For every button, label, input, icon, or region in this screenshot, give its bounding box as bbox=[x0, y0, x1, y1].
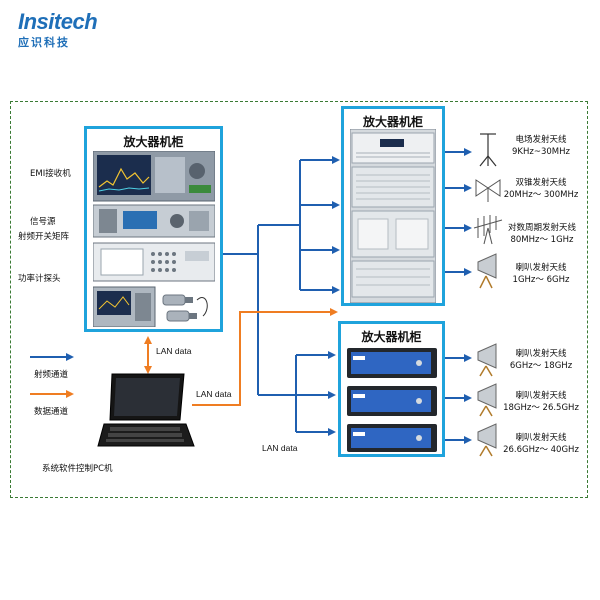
antenna-icons bbox=[473, 133, 503, 457]
rack-amplifier-unit-4 bbox=[351, 260, 435, 298]
biconical-antenna-icon bbox=[475, 179, 501, 202]
antenna-range: 20MHz～ 300MHz bbox=[503, 190, 579, 200]
rack-amplifier-unit-1 bbox=[351, 132, 435, 164]
amplifier-unit-2 bbox=[347, 386, 437, 416]
antenna-name: 喇叭发射天线 bbox=[515, 433, 567, 443]
antenna-name: 电场发射天线 bbox=[515, 135, 567, 145]
company-logo: Insitech 应识科技 bbox=[18, 10, 98, 50]
instrument-rack bbox=[93, 151, 215, 327]
antenna-label-1: 电场发射天线 9KHz~30MHz bbox=[500, 134, 582, 158]
antenna-label-6: 喇叭发射天线 18GHz～ 26.5GHz bbox=[496, 390, 586, 414]
power-meter-device bbox=[93, 286, 156, 327]
left-cabinet-title: 放大器机柜 bbox=[123, 135, 184, 149]
horn-antenna-icon-2 bbox=[477, 343, 497, 377]
antenna-range: 80MHz～ 1GHz bbox=[510, 235, 574, 245]
horn-antenna-icon-4 bbox=[477, 423, 497, 457]
antenna-label-5: 喇叭发射天线 6GHz～ 18GHz bbox=[500, 348, 582, 372]
antenna-range: 26.6GHz～ 40GHz bbox=[503, 445, 579, 455]
right-bottom-amplifier-cabinet: 放大器机柜 bbox=[338, 321, 445, 457]
horn-antenna-icon-1 bbox=[477, 253, 497, 289]
emi-receiver-device bbox=[93, 151, 215, 202]
right-bottom-cabinet-title: 放大器机柜 bbox=[361, 330, 422, 344]
power-probe-device bbox=[162, 294, 208, 322]
lan-data-label-3: LAN data bbox=[262, 443, 298, 453]
system-boundary-frame bbox=[10, 101, 588, 498]
antenna-range: 9KHz~30MHz bbox=[512, 147, 570, 157]
antenna-range: 6GHz～ 18GHz bbox=[509, 361, 573, 371]
legend-rf-channel-label: 射频通道 bbox=[34, 370, 69, 380]
right-top-cabinet-title: 放大器机柜 bbox=[362, 115, 423, 129]
label-signal-source: 信号源 bbox=[30, 217, 56, 227]
amplifier-unit-1 bbox=[347, 348, 437, 378]
antenna-name: 对数周期发射天线 bbox=[507, 223, 576, 233]
left-amplifier-cabinet: 放大器机柜 bbox=[84, 126, 223, 332]
antenna-name: 双锥发射天线 bbox=[515, 178, 567, 188]
amplifier-units bbox=[347, 348, 437, 452]
antenna-range: 1GHz～ 6GHz bbox=[512, 275, 570, 285]
data-channel-lines bbox=[30, 308, 338, 406]
lan-data-label-2: LAN data bbox=[196, 389, 232, 399]
amplifier-rack bbox=[350, 129, 436, 303]
amplifier-unit-3 bbox=[347, 424, 437, 452]
antenna-name: 喇叭发射天线 bbox=[515, 263, 567, 273]
laptop-pc-icon bbox=[97, 373, 195, 447]
right-top-amplifier-cabinet: 放大器机柜 bbox=[341, 106, 445, 306]
rf-channel-lines bbox=[30, 148, 472, 444]
antenna-name: 喇叭发射天线 bbox=[515, 349, 567, 359]
rf-switch-matrix-device bbox=[93, 242, 215, 282]
antenna-label-4: 喇叭发射天线 1GHz～ 6GHz bbox=[500, 262, 582, 286]
antenna-range: 18GHz～ 26.5GHz bbox=[503, 403, 579, 413]
label-power-probe: 功率计探头 bbox=[18, 274, 61, 284]
antenna-name: 喇叭发射天线 bbox=[515, 391, 567, 401]
horn-antenna-icon-3 bbox=[477, 383, 497, 417]
rack-amplifier-unit-2 bbox=[351, 166, 435, 208]
rack-amplifier-unit-3 bbox=[351, 210, 435, 258]
legend-data-channel-label: 数据通道 bbox=[34, 407, 69, 417]
label-rf-switch-matrix: 射频开关矩阵 bbox=[18, 232, 70, 242]
signal-source-device bbox=[93, 204, 215, 238]
log-periodic-antenna-icon bbox=[473, 215, 503, 245]
logo-subtitle: 应识科技 bbox=[18, 36, 70, 49]
logo-name: Insitech bbox=[18, 9, 98, 34]
antenna-label-3: 对数周期发射天线 80MHz～ 1GHz bbox=[498, 222, 586, 246]
antenna-label-7: 喇叭发射天线 26.6GHz～ 40GHz bbox=[496, 432, 586, 456]
electric-field-antenna-icon bbox=[479, 133, 497, 167]
label-emi-receiver: EMI接收机 bbox=[30, 169, 71, 179]
pc-label: 系统软件控制PC机 bbox=[42, 464, 113, 474]
lan-data-label-1: LAN data bbox=[156, 346, 192, 356]
antenna-label-2: 双锥发射天线 20MHz～ 300MHz bbox=[500, 177, 582, 201]
